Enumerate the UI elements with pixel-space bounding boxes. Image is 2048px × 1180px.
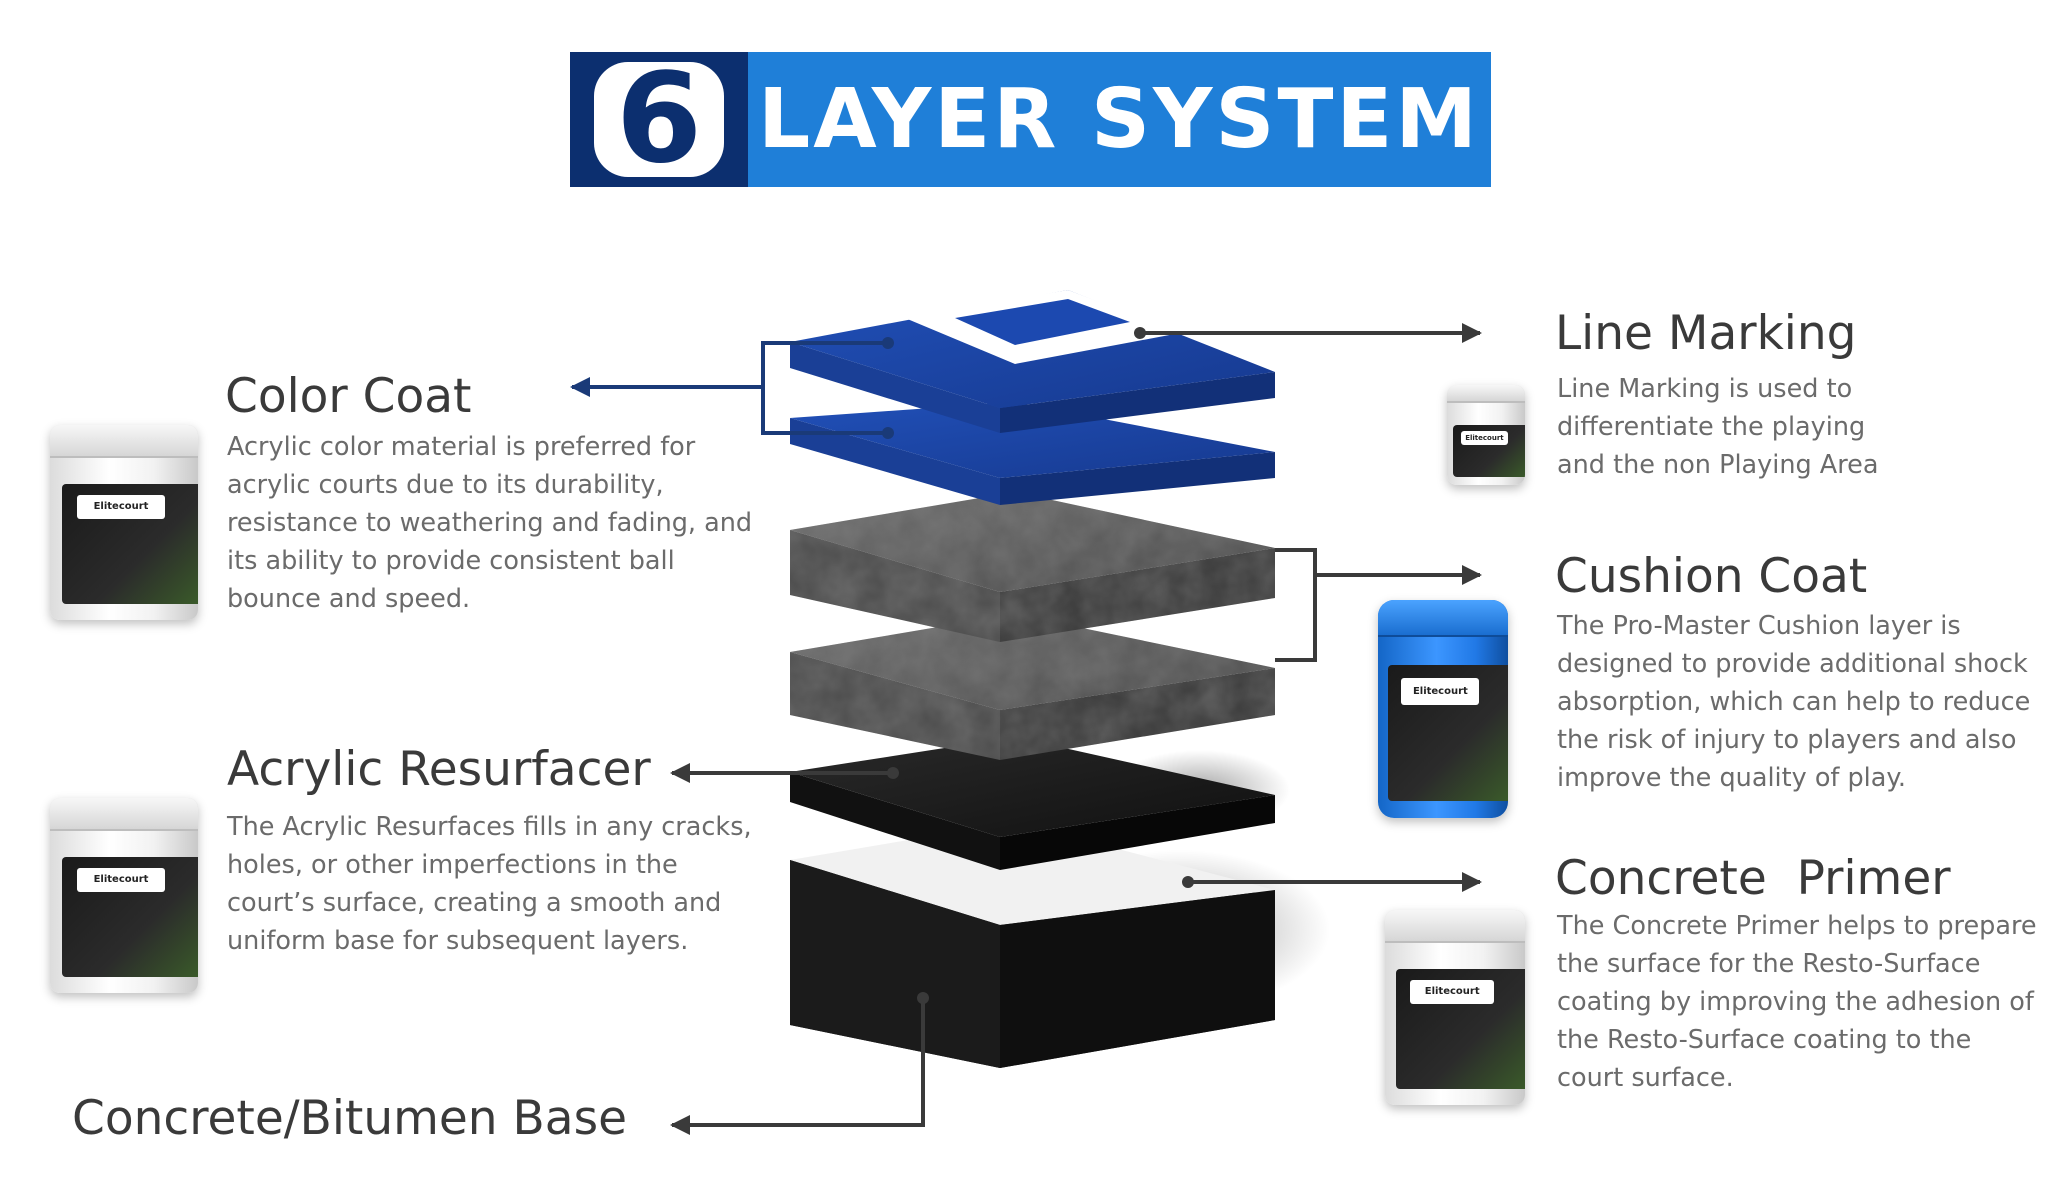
- concrete-primer-product-bucket: Elitecourt: [1385, 910, 1525, 1105]
- cushion-layer-upper: [790, 492, 1275, 642]
- title-banner: 6 LAYER SYSTEM: [570, 52, 1491, 187]
- desc-line: the risk of injury to players and also: [1557, 725, 2017, 755]
- brand-logo: Elitecourt: [1424, 985, 1480, 997]
- color-coat-title: Color Coat: [225, 369, 472, 424]
- color-coat-layer-lower: [790, 402, 1275, 505]
- color-coat-description: Acrylic color material is preferred for …: [227, 428, 752, 618]
- concrete-primer-description: The Concrete Primer helps to prepare the…: [1557, 907, 2037, 1097]
- desc-line: acrylic courts due to its durability,: [227, 470, 664, 500]
- desc-line: Acrylic color material is preferred for: [227, 432, 696, 462]
- bucket-logo-box: Elitecourt: [1401, 678, 1480, 705]
- connector-color-coat: [570, 337, 894, 439]
- banner-title: LAYER SYSTEM: [758, 72, 1480, 167]
- acrylic-resurfacer-description: The Acrylic Resurfaces fills in any crac…: [227, 808, 752, 960]
- brand-logo: Elitecourt: [93, 873, 149, 885]
- cushion-coat-description: The Pro-Master Cushion layer is designed…: [1557, 607, 2030, 797]
- connector-line-marking: [1134, 323, 1482, 343]
- banner-number: 6: [594, 57, 724, 181]
- desc-line: absorption, which can help to reduce: [1557, 687, 2031, 717]
- connector-concrete-primer: [1182, 872, 1482, 892]
- cushion-layer-lower: [790, 614, 1275, 760]
- banner-number-box: 6: [570, 52, 748, 187]
- base-title: Concrete/Bitumen Base: [72, 1091, 627, 1146]
- acrylic-resurfacer-product-bucket: Elitecourt: [50, 798, 198, 993]
- desc-line: holes, or other imperfections in the: [227, 850, 678, 880]
- desc-line: and the non Playing Area: [1557, 450, 1879, 480]
- desc-line: The Pro-Master Cushion layer is: [1557, 611, 1961, 641]
- color-coat-product-bucket: Elitecourt: [50, 425, 198, 620]
- connector-cushion-coat: [1275, 548, 1482, 662]
- desc-line: court’s surface, creating a smooth and: [227, 888, 722, 918]
- bucket-logo-box: Elitecourt: [1461, 431, 1508, 445]
- connector-acrylic-resurfacer: [670, 763, 899, 783]
- desc-line: uniform base for subsequent layers.: [227, 926, 689, 956]
- bucket-logo-box: Elitecourt: [76, 495, 166, 519]
- desc-line: bounce and speed.: [227, 584, 471, 614]
- desc-line: differentiate the playing: [1557, 412, 1866, 442]
- line-marking-description: Line Marking is used to differentiate th…: [1557, 370, 1878, 484]
- desc-line: its ability to provide consistent ball: [227, 546, 675, 576]
- desc-line: The Acrylic Resurfaces fills in any crac…: [227, 812, 752, 842]
- line-marking-product-can: Elitecourt: [1447, 385, 1525, 485]
- desc-line: resistance to weathering and fading, and: [227, 508, 753, 538]
- desc-line: coating by improving the adhesion of: [1557, 987, 2034, 1017]
- brand-logo: Elitecourt: [1412, 685, 1468, 697]
- line-marking-title: Line Marking: [1555, 306, 1857, 361]
- desc-line: court surface.: [1557, 1063, 1734, 1093]
- acrylic-resurfacer-layer: [790, 737, 1275, 870]
- concrete-primer-title: Concrete Primer: [1555, 851, 1951, 906]
- cushion-coat-product-drum: Elitecourt: [1378, 600, 1508, 818]
- base-block: [790, 822, 1275, 1068]
- desc-line: Line Marking is used to: [1557, 374, 1853, 404]
- bucket-logo-box: Elitecourt: [1410, 980, 1495, 1004]
- color-coat-layer-top: [790, 290, 1275, 433]
- acrylic-resurfacer-title: Acrylic Resurfacer: [227, 742, 651, 797]
- desc-line: improve the quality of play.: [1557, 763, 1906, 793]
- brand-logo: Elitecourt: [93, 500, 149, 512]
- connector-base: [670, 992, 929, 1135]
- bucket-logo-box: Elitecourt: [76, 868, 166, 892]
- brand-logo: Elitecourt: [1465, 433, 1504, 442]
- desc-line: the Resto-Surface coating to the: [1557, 1025, 1972, 1055]
- desc-line: the surface for the Resto-Surface: [1557, 949, 1981, 979]
- desc-line: designed to provide additional shock: [1557, 649, 2028, 679]
- desc-line: The Concrete Primer helps to prepare: [1557, 911, 2037, 941]
- cushion-coat-title: Cushion Coat: [1555, 549, 1868, 604]
